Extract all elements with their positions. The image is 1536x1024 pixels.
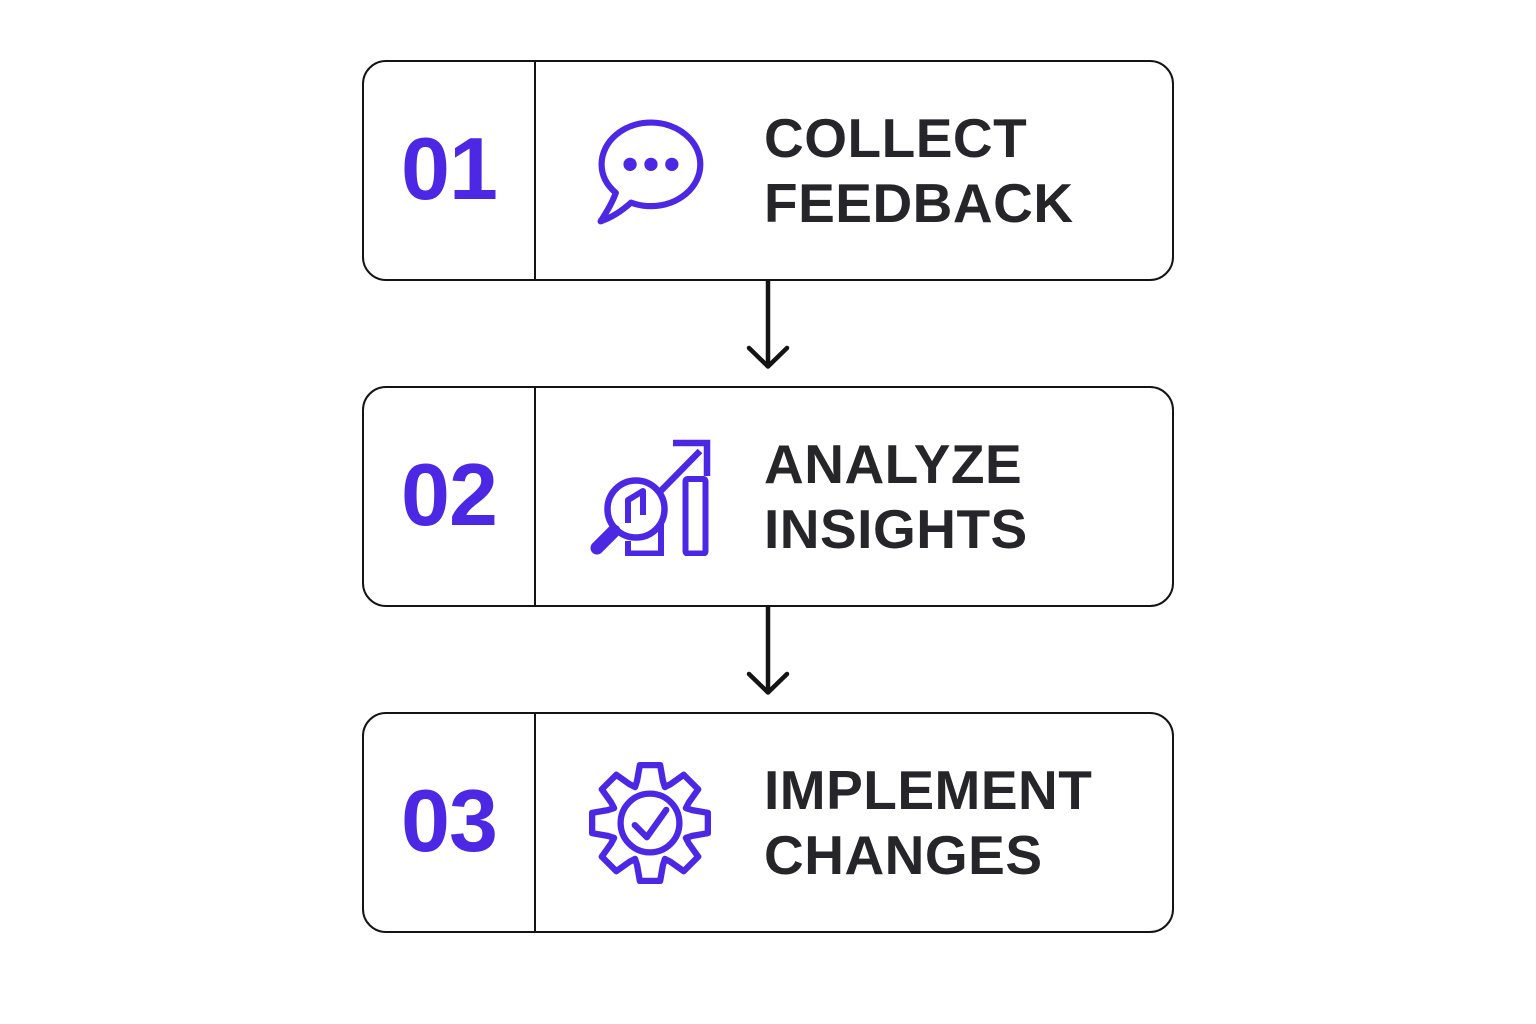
step-number: 01 [401,118,498,218]
magnifier-growth-chart-icon [584,438,716,556]
step-title-line1: ANALYZE [764,433,1023,496]
flow-arrow-down-2 [740,603,796,697]
step-title-line2: FEEDBACK [764,171,1074,234]
step-number-cell: 02 [364,388,536,605]
step-title-line2: CHANGES [764,823,1043,886]
step-number-cell: 03 [364,714,536,931]
step-title: COLLECT FEEDBACK [764,106,1074,235]
step-content: IMPLEMENT CHANGES [536,714,1172,931]
flow-arrow-down-1 [740,277,796,371]
step-number-cell: 01 [364,62,536,279]
step-card-analyze-insights: 02 ANALYZE INSIGHTS [362,386,1174,607]
step-title-line2: INSIGHTS [764,497,1028,560]
step-title-line1: IMPLEMENT [764,759,1093,822]
step-number: 03 [401,770,498,870]
gear-checkmark-icon [584,760,716,886]
step-content: ANALYZE INSIGHTS [536,388,1172,605]
step-card-collect-feedback: 01 COLLECT FEEDBACK [362,60,1174,281]
step-card-implement-changes: 03 IMPLEMENT CHANGES [362,712,1174,933]
chat-bubble-icon [584,112,716,230]
step-title: ANALYZE INSIGHTS [764,432,1028,561]
step-title-line1: COLLECT [764,107,1028,170]
step-number: 02 [401,444,498,544]
step-content: COLLECT FEEDBACK [536,62,1172,279]
step-title: IMPLEMENT CHANGES [764,758,1092,887]
